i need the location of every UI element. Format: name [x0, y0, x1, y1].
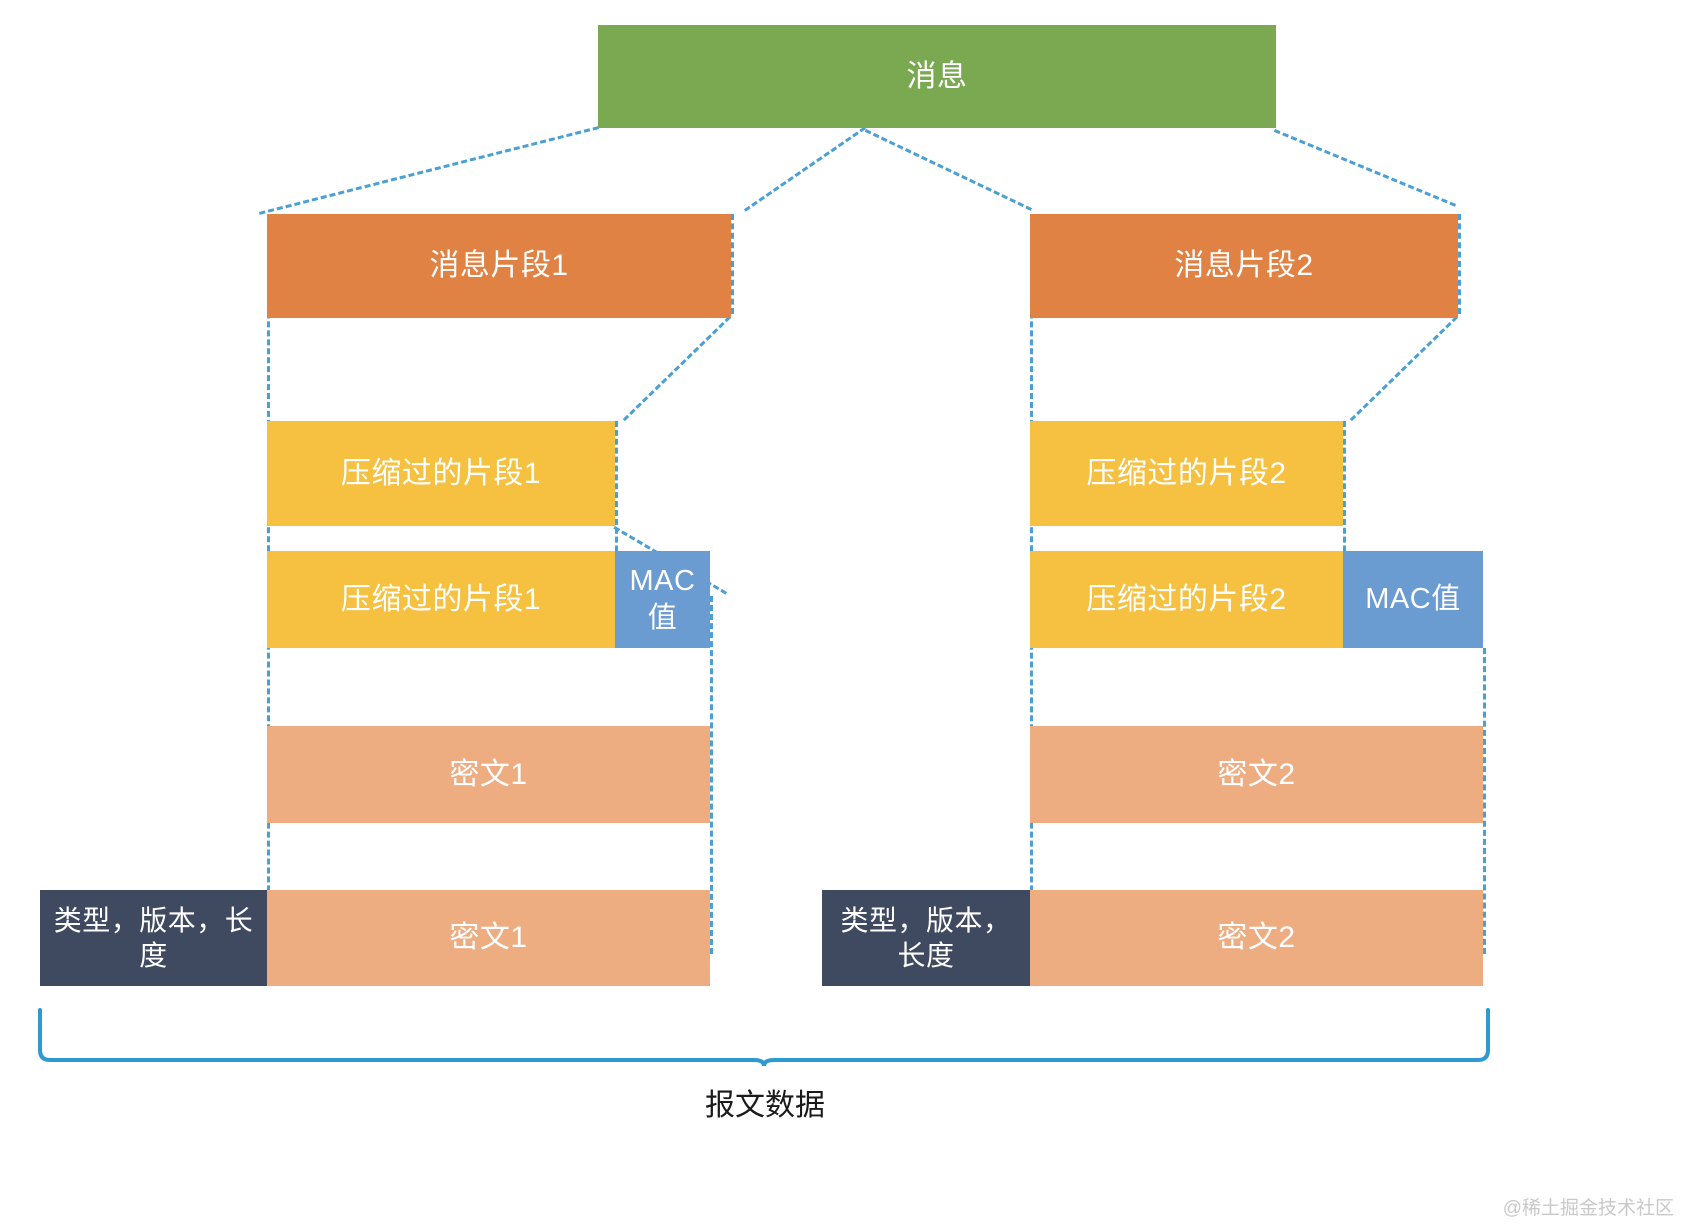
compressed-with-mac-box-1[interactable]: 压缩过的片段1 [267, 551, 615, 648]
mac-box-1[interactable]: MAC值 [615, 551, 710, 648]
record-payload-box-1[interactable]: 密文1 [267, 890, 710, 986]
record-data-bracket [38, 1008, 1490, 1067]
ciphertext-box-2[interactable]: 密文2 [1030, 726, 1483, 823]
compressed-with-mac-box-2[interactable]: 压缩过的片段2 [1030, 551, 1343, 648]
watermark-label: @稀土掘金技术社区 [1502, 1198, 1674, 1219]
connector-left-fragment-right-vertical [731, 214, 734, 314]
connector-right-mac-right-vertical [1483, 648, 1486, 954]
record-payload-box-2[interactable]: 密文2 [1030, 890, 1483, 986]
connector-message-to-fragment2 [1273, 129, 1457, 207]
connector-message-center-to-fragment2-left [864, 129, 1033, 211]
compressed-box-1[interactable]: 压缩过的片段1 [267, 421, 615, 526]
connector-right-compressed-right-vertical [1343, 421, 1346, 596]
connector-left-compressed-right-vertical [615, 421, 618, 596]
record-header-box-1[interactable]: 类型，版本，长度 [40, 890, 267, 986]
record-header-box-2[interactable]: 类型，版本，长度 [822, 890, 1030, 986]
connector-message-center-to-fragment1-right [743, 126, 866, 212]
compressed-box-2[interactable]: 压缩过的片段2 [1030, 421, 1343, 526]
ciphertext-box-1[interactable]: 密文1 [267, 726, 710, 823]
connector-left-fragment-to-compressed [622, 315, 731, 422]
connector-left-mac-right-vertical [710, 596, 713, 954]
fragment-box-1[interactable]: 消息片段1 [267, 214, 731, 318]
fragment-box-2[interactable]: 消息片段2 [1030, 214, 1458, 318]
bracket-caption: 报文数据 [705, 1089, 825, 1122]
connector-message-to-fragment1 [258, 126, 599, 215]
connector-right-fragment-right-vertical [1458, 214, 1461, 314]
message-box[interactable]: 消息 [598, 25, 1276, 128]
connector-right-fragment-to-compressed [1349, 315, 1458, 422]
mac-box-2[interactable]: MAC值 [1343, 551, 1483, 648]
